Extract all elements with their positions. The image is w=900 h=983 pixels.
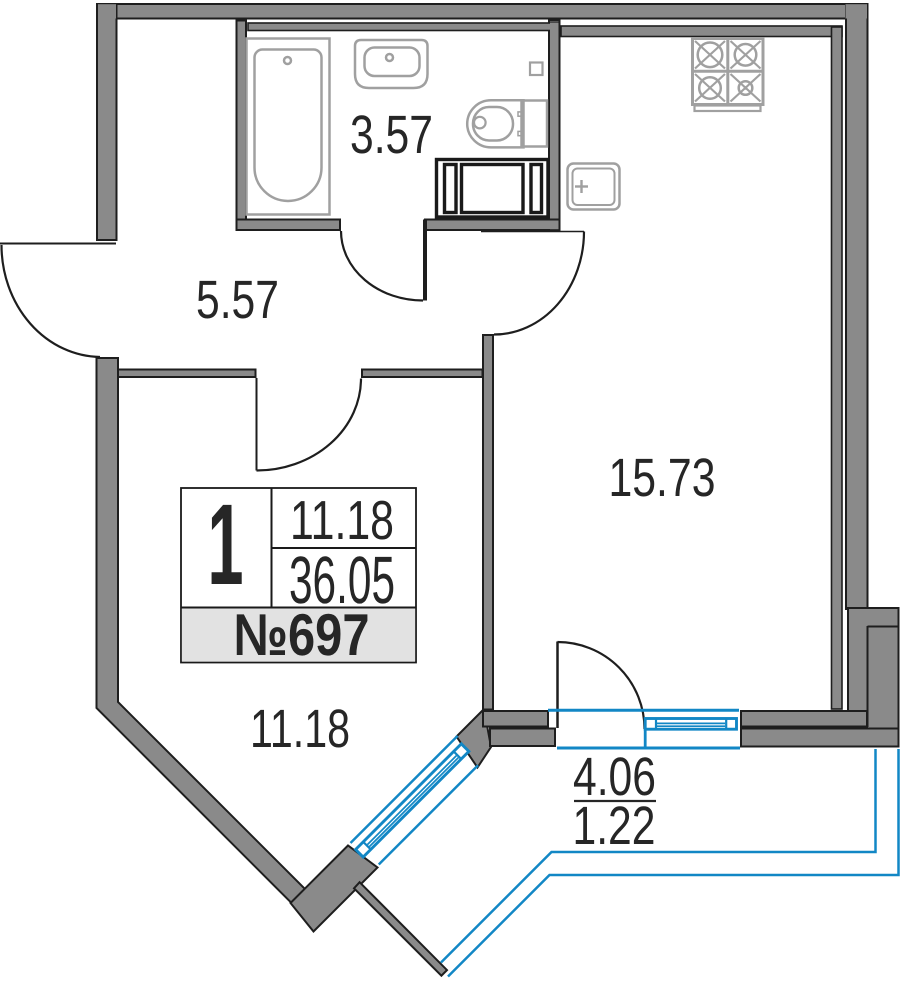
svg-text:1.22: 1.22 [573,796,656,856]
svg-text:5.57: 5.57 [196,270,279,330]
svg-text:15.73: 15.73 [609,448,716,508]
svg-text:№697: №697 [234,602,370,668]
svg-text:11.18: 11.18 [250,699,350,759]
svg-text:1: 1 [208,481,244,609]
svg-text:3.57: 3.57 [350,105,433,165]
svg-text:36.05: 36.05 [289,543,395,618]
svg-text:11.18: 11.18 [290,489,394,551]
svg-text:4.06: 4.06 [573,747,656,807]
